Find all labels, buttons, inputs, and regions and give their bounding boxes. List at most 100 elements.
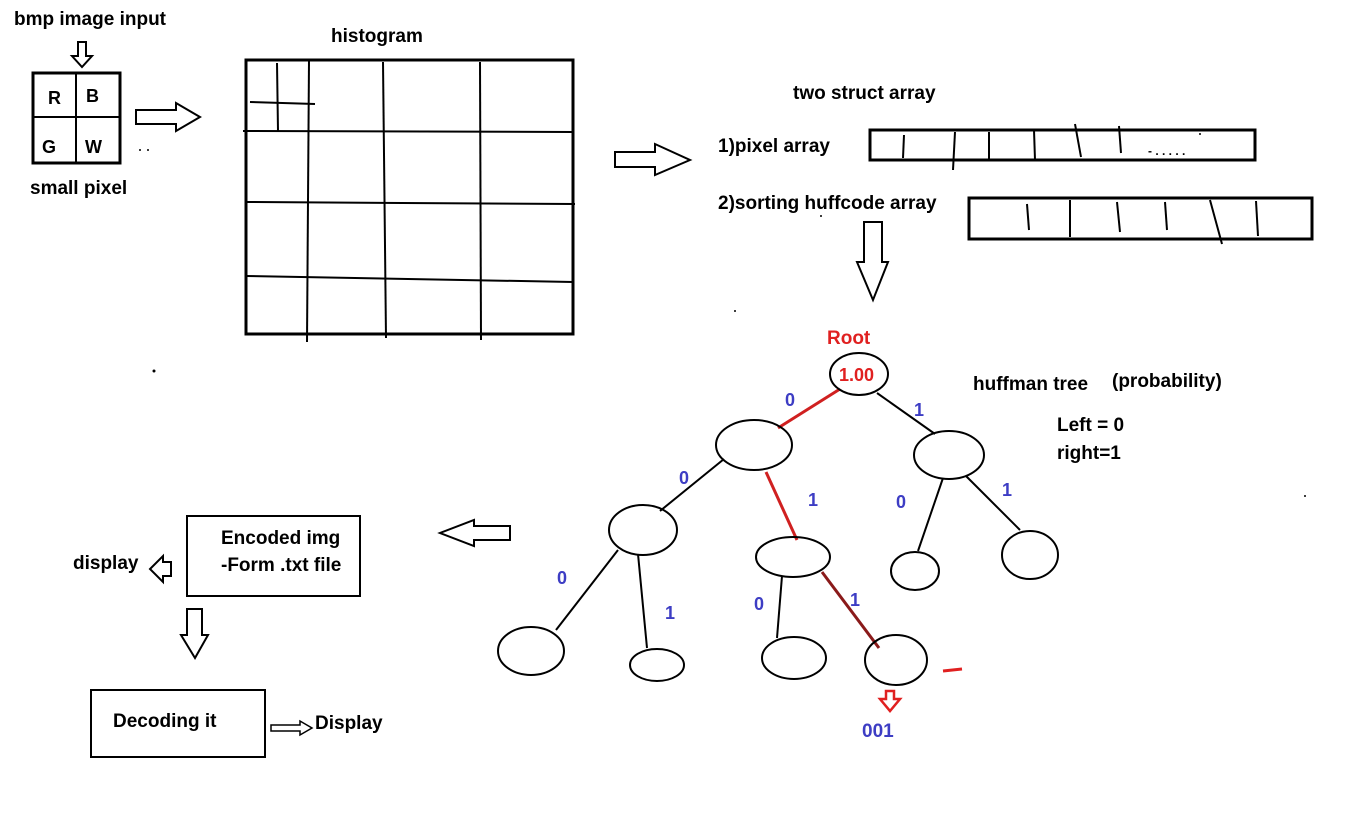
tree-edge — [917, 477, 944, 552]
tree-node-target — [864, 634, 928, 686]
right-rule-label: right=1 — [1057, 443, 1121, 464]
pixel-cell-w: W — [85, 137, 102, 157]
array-cell-divider — [1255, 200, 1259, 237]
tree-edge — [776, 575, 783, 639]
right-arrow-icon — [135, 101, 202, 133]
edge-bit-label: 0 — [896, 492, 906, 512]
bmp-input-label: bmp image input — [14, 9, 167, 30]
array-cell-divider — [952, 131, 956, 171]
tree-edge-highlight — [777, 387, 841, 430]
histogram-grid — [242, 58, 576, 343]
stray-dot — [820, 215, 822, 217]
stray-dot — [152, 369, 156, 373]
root-label: Root — [827, 328, 871, 349]
down-arrow-icon — [855, 221, 890, 303]
tree-node — [913, 430, 985, 480]
edge-bit-label: 0 — [557, 568, 567, 588]
edge-bit-label: 0 — [754, 594, 764, 614]
edge-bit-label: 1 — [850, 590, 860, 610]
root-value: 1.00 — [839, 365, 874, 385]
red-tick-mark — [942, 667, 963, 673]
tree-edges — [555, 387, 1021, 649]
encoded-line-2: -Form .txt file — [221, 555, 341, 576]
tree-edge-highlight — [764, 471, 799, 541]
sorting-array-label: 2)sorting huffcode array — [718, 193, 937, 214]
pixel-array: - . . . . . — [868, 123, 1257, 171]
encoded-line-1: Encoded img — [221, 528, 340, 549]
tree-node — [497, 626, 565, 676]
pixel-cell-r: R — [48, 88, 61, 108]
grid-line — [249, 101, 316, 105]
tree-node — [761, 636, 827, 680]
grid-line — [479, 61, 482, 341]
tree-node — [608, 504, 678, 556]
right-arrow-icon — [270, 719, 314, 737]
small-pixel-label: small pixel — [30, 178, 127, 199]
edge-bit-label: 0 — [679, 468, 689, 488]
edge-bit-label: 1 — [1002, 480, 1012, 500]
tree-node — [629, 648, 685, 682]
down-arrow-icon — [69, 41, 95, 69]
tree-edge — [555, 549, 619, 631]
array-cell-divider — [1164, 201, 1168, 231]
pixel-array-frame — [868, 128, 1257, 162]
result-arrow-icon — [877, 689, 903, 713]
grid-line — [245, 275, 574, 283]
grid-line — [245, 201, 576, 205]
tree-node — [1001, 530, 1059, 580]
tree-edge — [876, 392, 936, 435]
pixel-array-ellipsis: - . . . . . — [1148, 144, 1185, 158]
tree-edge — [965, 475, 1021, 531]
stray-dot — [734, 310, 736, 312]
array-cell-divider — [902, 134, 905, 159]
array-cell-divider — [1074, 123, 1082, 158]
stray-dot — [139, 149, 141, 151]
huffman-tree-label: huffman tree — [973, 374, 1088, 395]
display-right-label: Display — [315, 713, 383, 734]
tree-node-root — [829, 352, 889, 396]
tree-edge — [659, 458, 725, 512]
edge-bit-label: 1 — [808, 490, 818, 510]
code-result: 001 — [862, 721, 894, 742]
left-arrow-icon — [148, 553, 172, 585]
encoded-img-box: Encoded img -Form .txt file — [186, 515, 361, 597]
tree-edge-highlight — [820, 571, 881, 649]
sorting-array-frame — [967, 196, 1314, 241]
pixel-cell-g: G — [42, 137, 56, 157]
stray-dot — [147, 149, 149, 151]
encoded-box-frame — [186, 515, 361, 597]
histogram-label: histogram — [331, 26, 423, 47]
decoding-label: Decoding it — [113, 711, 217, 732]
left-rule-label: Left = 0 — [1057, 415, 1124, 436]
tree-edge — [637, 553, 648, 649]
array-cell-divider — [1033, 129, 1036, 161]
decoding-box: Decoding it — [90, 689, 266, 758]
pixel-array-label: 1)pixel array — [718, 136, 830, 157]
display-left-label: display — [73, 553, 139, 574]
two-struct-label: two struct array — [793, 83, 936, 104]
probability-label: (probability) — [1112, 371, 1222, 392]
tree-node — [715, 419, 793, 471]
histogram-frame — [244, 58, 575, 336]
array-cell-divider — [1116, 201, 1121, 233]
tree-node — [755, 536, 831, 578]
array-cell-divider — [1209, 199, 1223, 245]
grid-line — [306, 59, 310, 343]
tree-node — [890, 551, 940, 591]
grid-line — [382, 61, 387, 339]
array-cell-divider — [1026, 203, 1030, 231]
edge-bit-label: 1 — [665, 603, 675, 623]
sorting-huffcode-array — [967, 196, 1314, 245]
left-arrow-icon — [437, 518, 511, 548]
array-cell-divider — [1118, 125, 1122, 154]
edge-bit-label: 1 — [914, 400, 924, 420]
pixel-cell-b: B — [86, 86, 99, 106]
stray-dot — [1199, 133, 1201, 135]
grid-line — [276, 62, 279, 132]
stray-dot — [1304, 495, 1306, 497]
decoding-box-frame — [90, 689, 266, 758]
down-arrow-icon — [179, 608, 210, 660]
grid-line — [242, 130, 574, 133]
tree-nodes — [497, 352, 1059, 686]
